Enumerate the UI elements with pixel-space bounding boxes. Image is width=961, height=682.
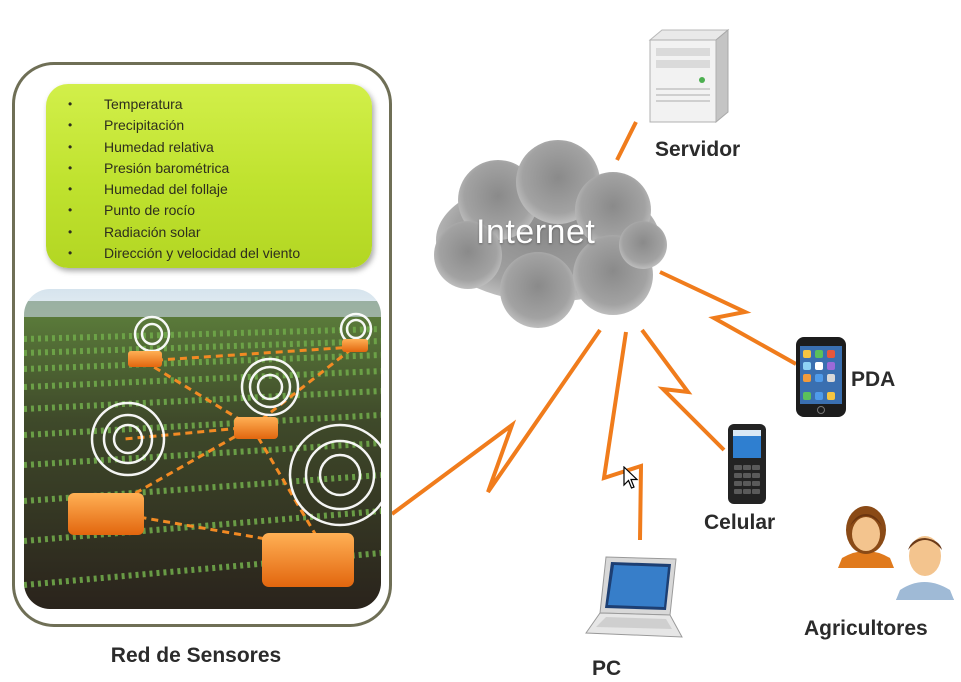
parameter-item: Dirección y velocidad del viento (68, 243, 372, 265)
server-icon (648, 28, 730, 123)
internet-label: Internet (476, 213, 596, 251)
server-label: Servidor (655, 138, 741, 161)
mouse-cursor-icon (623, 466, 639, 489)
cellphone-icon (728, 424, 766, 504)
sensor-network-label: Red de Sensores (110, 644, 282, 667)
farmers-label: Agricultores (804, 617, 928, 640)
laptop-icon (585, 556, 683, 638)
link-internet-cellphone (640, 328, 726, 452)
parameter-list-box: Temperatura Precipitación Humedad relati… (46, 84, 372, 268)
pda-icon (796, 337, 846, 417)
cellphone-label: Celular (704, 511, 776, 534)
farmers-icon (838, 506, 954, 600)
parameter-item: Temperatura (68, 94, 372, 116)
parameter-item: Presión barométrica (68, 158, 372, 180)
link-internet-server (615, 121, 638, 161)
sensor-node (68, 339, 368, 587)
pc-label: PC (592, 657, 622, 680)
parameter-item: Precipitación (68, 115, 372, 137)
parameter-item: Humedad del follaje (68, 179, 372, 201)
crop-field-image (24, 289, 381, 609)
parameter-item: Humedad relativa (68, 137, 372, 159)
parameter-list: Temperatura Precipitación Humedad relati… (46, 84, 372, 265)
parameter-item: Punto de rocío (68, 200, 372, 222)
internet-cloud-icon (434, 140, 667, 328)
link-internet-pda (659, 270, 797, 366)
parameter-item: Radiación solar (68, 222, 372, 244)
link-sensor-network-internet (390, 328, 602, 516)
link-internet-pc (601, 331, 644, 541)
pda-label: PDA (851, 368, 896, 391)
